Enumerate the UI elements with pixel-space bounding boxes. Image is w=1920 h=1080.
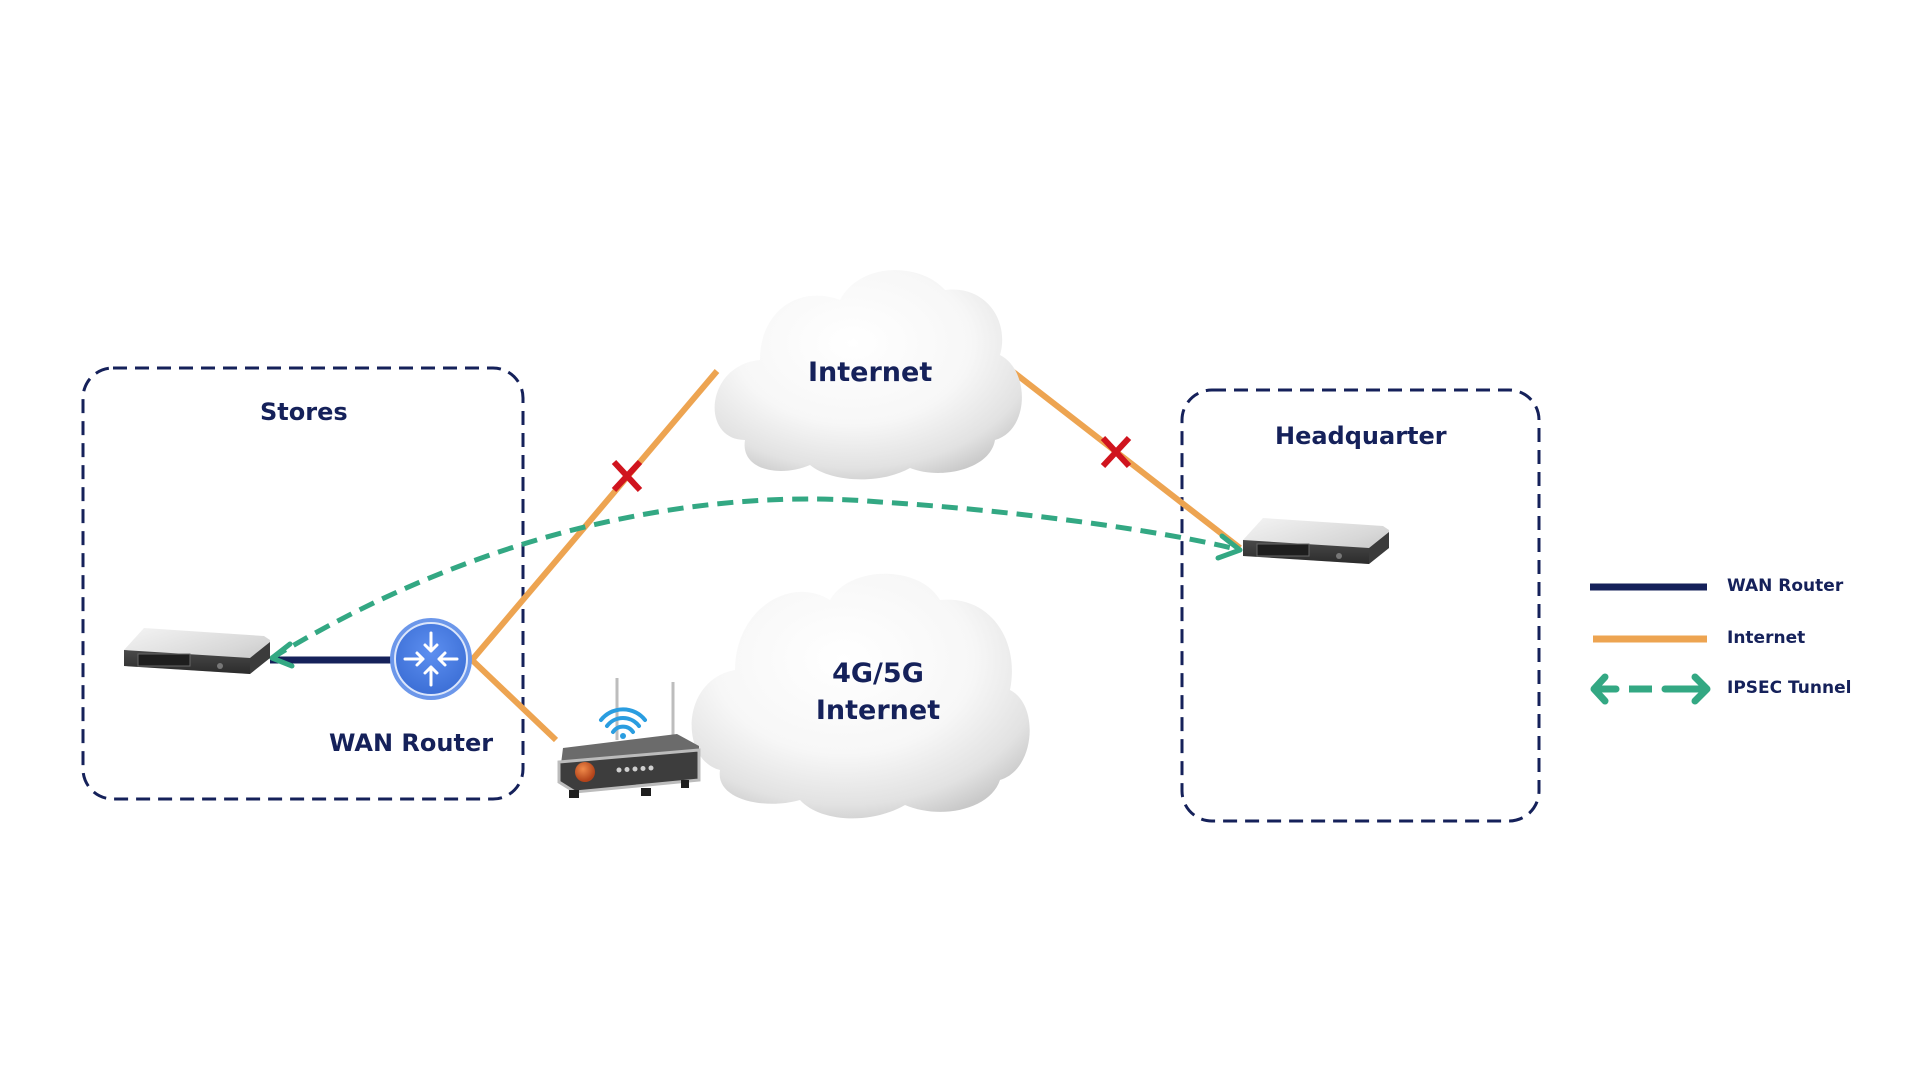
legend-label-internet: Internet (1727, 628, 1806, 648)
ipsec-arrowhead-left (269, 641, 295, 669)
link-failure-x-icon (611, 459, 643, 493)
ipsec-arrowhead-right (1215, 533, 1243, 561)
store-switch-icon (124, 628, 270, 674)
stores-group-box (81, 366, 525, 801)
internet-cloud-label: Internet (808, 357, 933, 388)
headquarter-group-box (1180, 388, 1541, 823)
legend-swatch-ipsec-tunnel (1590, 673, 1711, 705)
cellular-cloud-label: 4G/5G Internet (808, 655, 948, 729)
stores-group-title: Stores (260, 398, 348, 426)
link-router-to-internet (469, 369, 720, 662)
hq-switch-icon (1243, 518, 1389, 564)
legend-label-wan-router: WAN Router (1727, 576, 1844, 596)
internet-cloud (714, 270, 1022, 480)
legend (1590, 583, 1711, 705)
cellular-internet-cloud (691, 573, 1030, 819)
wifi-icon (599, 707, 647, 734)
cellular-cloud-label-line1: 4G/5G (832, 658, 924, 689)
link-failure-x-icon (1100, 435, 1132, 469)
link-router-to-lte (469, 657, 559, 743)
wan-router-icon (390, 618, 472, 700)
cellular-router-icon (557, 678, 701, 798)
headquarter-group-title: Headquarter (1275, 422, 1447, 450)
wan-router-label: WAN Router (329, 729, 494, 757)
cellular-cloud-label-line2: Internet (815, 695, 941, 726)
ipsec-tunnel-path (270, 496, 1241, 661)
legend-label-ipsec-tunnel: IPSEC Tunnel (1727, 678, 1852, 698)
